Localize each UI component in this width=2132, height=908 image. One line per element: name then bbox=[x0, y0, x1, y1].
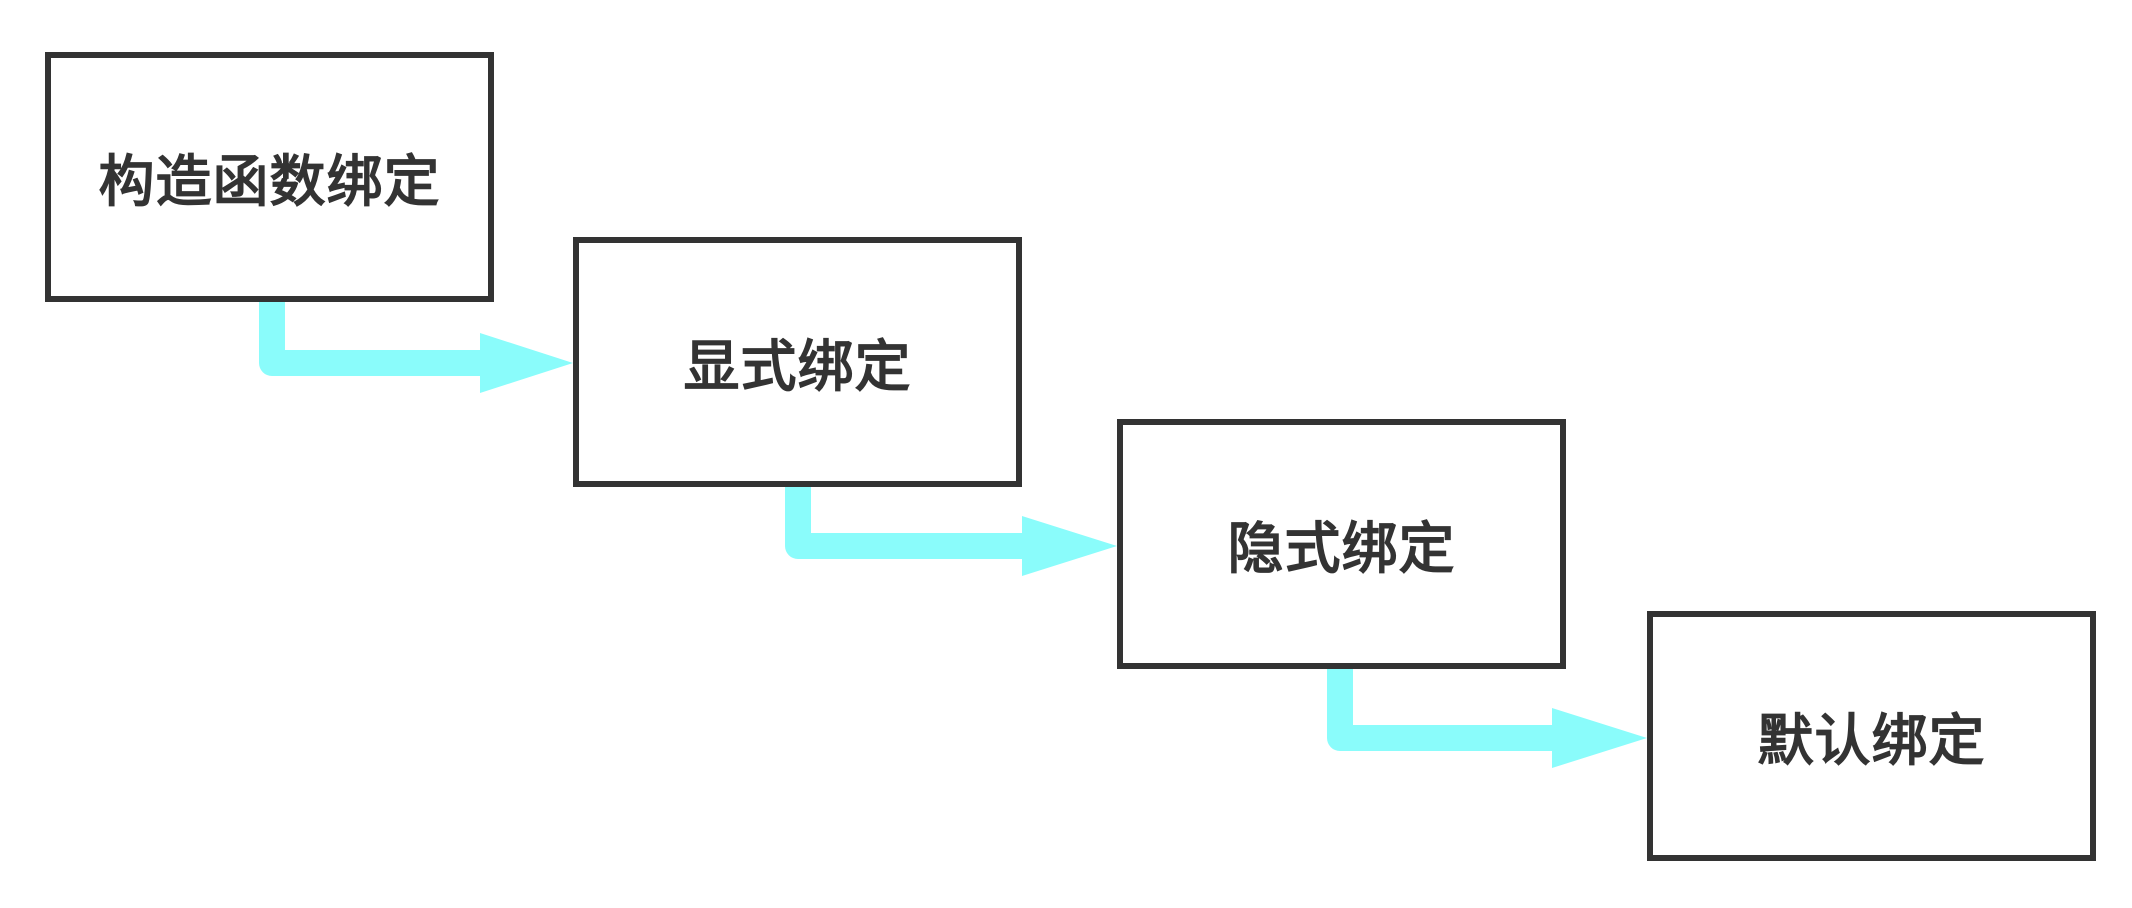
node-constructor-binding: 构造函数绑定 bbox=[45, 52, 494, 302]
node-label: 显式绑定 bbox=[683, 334, 912, 400]
arrow-explicit-to-implicit bbox=[785, 474, 1117, 576]
arrow-constructor-to-explicit bbox=[259, 289, 573, 393]
node-explicit-binding: 显式绑定 bbox=[573, 237, 1022, 487]
node-label: 构造函数绑定 bbox=[98, 149, 441, 215]
arrow-implicit-to-default bbox=[1327, 656, 1647, 768]
node-default-binding: 默认绑定 bbox=[1647, 611, 2096, 861]
node-label: 默认绑定 bbox=[1757, 708, 1986, 774]
node-label: 隐式绑定 bbox=[1227, 516, 1456, 582]
node-implicit-binding: 隐式绑定 bbox=[1117, 419, 1566, 669]
